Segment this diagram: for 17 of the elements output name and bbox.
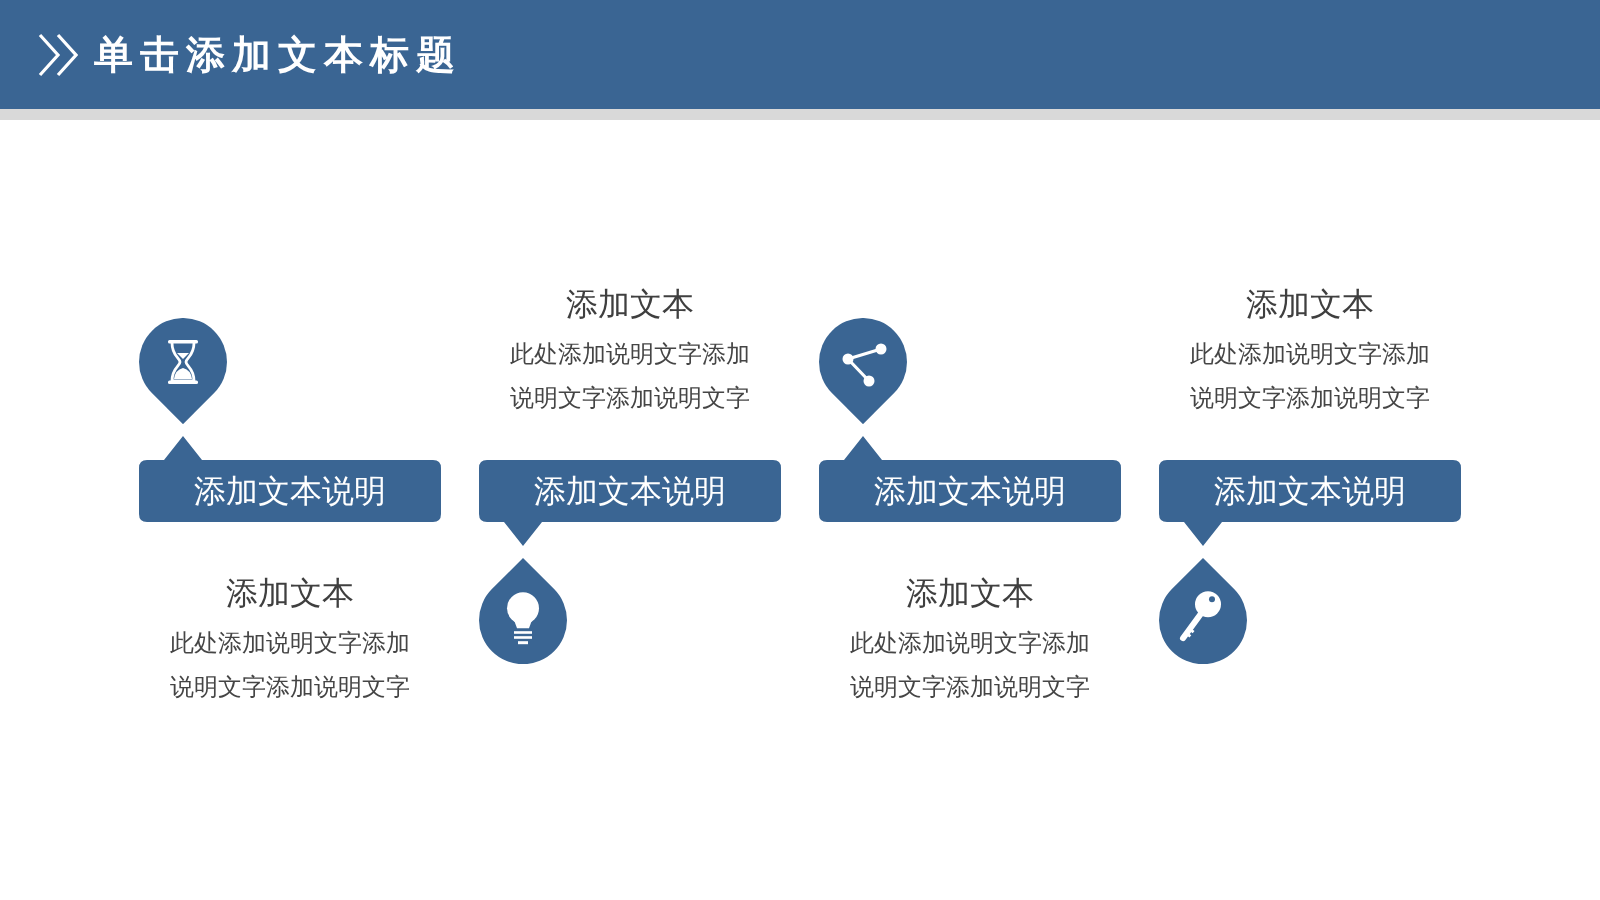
item-heading: 添加文本 [566,285,694,324]
page-title: 单击添加文本标题 [94,31,462,78]
callout-label: 添加文本说明 [194,472,386,511]
callout-label: 添加文本说明 [874,472,1066,511]
item-heading: 添加文本 [1246,285,1374,324]
item-description: 此处添加说明文字添加说明文字添加说明文字 [1189,339,1431,413]
item-description: 此处添加说明文字添加说明文字添加说明文字 [169,628,411,702]
item-description: 此处添加说明文字添加说明文字添加说明文字 [849,628,1091,702]
callout-label: 添加文本说明 [534,472,726,511]
callout-box [139,436,441,522]
item-heading: 添加文本 [906,574,1034,613]
item-heading: 添加文本 [226,574,354,613]
callout-label: 添加文本说明 [1214,472,1406,511]
callout-box [819,436,1121,522]
callout-box [479,460,781,546]
callout-box [1159,460,1461,546]
item-description: 此处添加说明文字添加说明文字添加说明文字 [509,339,751,413]
